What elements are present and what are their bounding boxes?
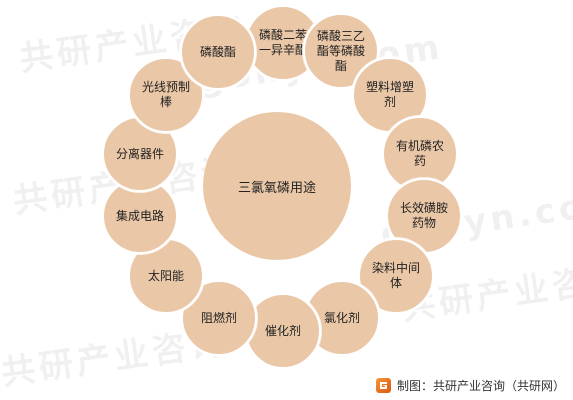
application-node: 磷酸酯 [180, 14, 256, 90]
application-node-label: 太阳能 [147, 268, 184, 283]
source-footer: 制图：共研产业咨询（共研网） [375, 377, 565, 394]
application-node-label: 有机磷农药 [395, 139, 444, 168]
application-node-label: 磷酸酯 [199, 44, 236, 59]
application-node: 塑料增塑剂 [352, 57, 428, 133]
application-node: 磷酸三乙酯等磷酸酯 [303, 13, 379, 89]
source-footer-text: 制图：共研产业咨询（共研网） [396, 379, 565, 393]
application-node-label: 光线预制棒 [141, 80, 190, 109]
brand-logo-icon [375, 378, 391, 393]
application-node: 催化剂 [245, 293, 321, 369]
application-node-label: 集成电路 [115, 208, 164, 223]
application-node-label: 磷酸三乙酯等磷酸酯 [316, 28, 365, 73]
application-node-label: 氯化剂 [323, 310, 360, 325]
application-node-label: 染料中间体 [371, 261, 420, 290]
application-node-label: 磷酸二苯一异辛酯 [258, 28, 307, 57]
center-topic-label: 三氯氧磷用途 [237, 180, 316, 196]
application-node-label: 分离器件 [115, 146, 164, 161]
application-node-label: 催化剂 [264, 323, 301, 338]
center-topic: 三氯氧磷用途 [203, 112, 351, 260]
application-node-label: 长效磺胺药物 [399, 201, 448, 230]
application-node-label: 阻燃剂 [200, 310, 237, 325]
application-node-label: 塑料增塑剂 [365, 80, 414, 109]
